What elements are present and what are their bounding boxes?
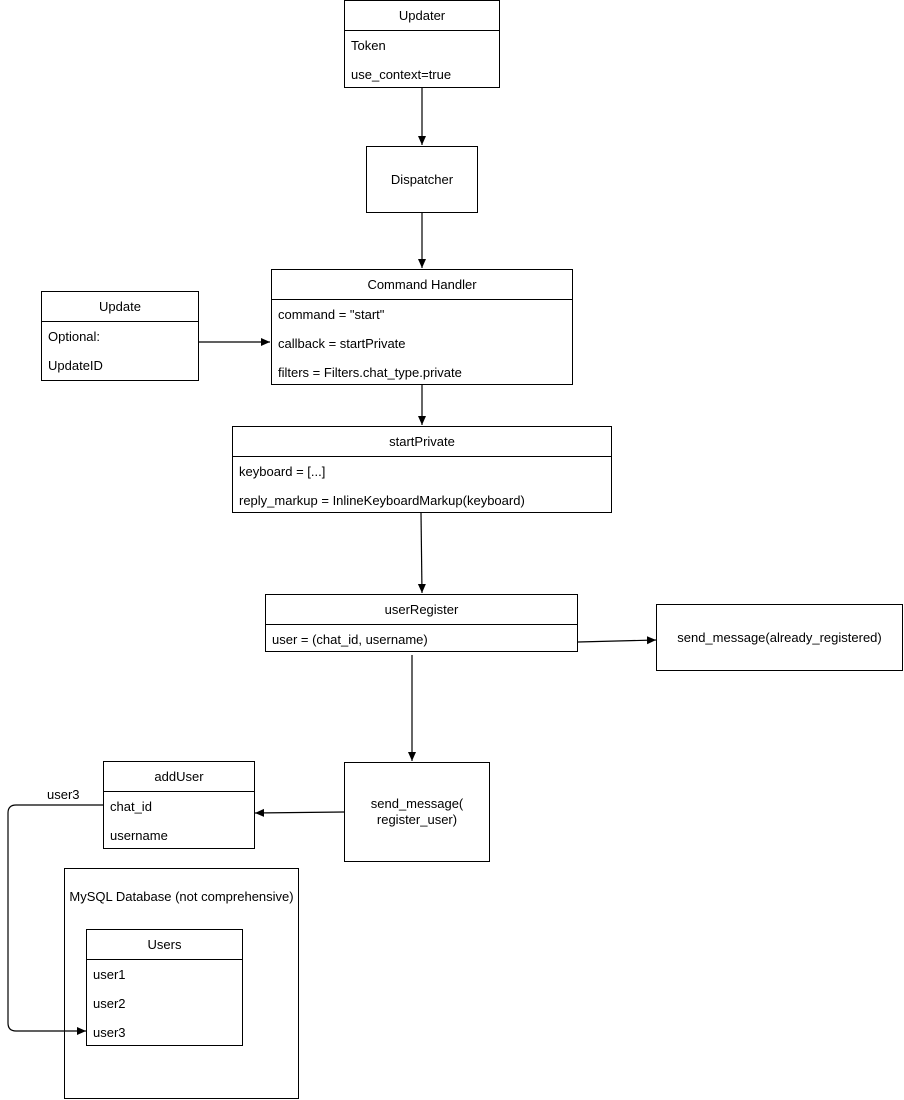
command-handler-row-callback: callback = startPrivate	[278, 336, 406, 351]
command-handler-row-command: command = "start"	[278, 307, 385, 322]
dispatcher-label: Dispatcher	[390, 171, 454, 187]
user-register-title: userRegister	[266, 595, 577, 625]
send-register-user-line2: register_user)	[376, 812, 458, 827]
users-row-user1: user1	[93, 967, 126, 982]
users-title: Users	[87, 930, 242, 960]
users-row-user2: user2	[93, 996, 126, 1011]
send-register-user-box[interactable]: send_message( register_user)	[344, 762, 490, 862]
send-already-registered-label: send_message(already_registered)	[677, 629, 882, 645]
command-handler-class-box[interactable]: Command Handler command = "start" callba…	[271, 269, 573, 385]
updater-row-use-context: use_context=true	[351, 67, 452, 82]
send-already-registered-box[interactable]: send_message(already_registered)	[656, 604, 903, 671]
update-class-box[interactable]: Update Optional: UpdateID	[41, 291, 199, 381]
start-private-title: startPrivate	[233, 427, 611, 457]
start-private-class-box[interactable]: startPrivate keyboard = [...] reply_mark…	[232, 426, 612, 513]
add-user-class-box[interactable]: addUser chat_id username	[103, 761, 255, 849]
updater-title: Updater	[345, 1, 499, 31]
updater-row-token: Token	[351, 38, 386, 53]
send-register-user-line1: send_message(	[370, 796, 464, 811]
edge-label-user3: user3	[47, 787, 80, 802]
start-private-row-keyboard: keyboard = [...]	[239, 464, 326, 479]
update-row-update-id: UpdateID	[48, 358, 103, 373]
update-row-optional: Optional:	[48, 329, 101, 344]
edge-send-register-add-user	[254, 808, 345, 817]
command-handler-title: Command Handler	[272, 270, 572, 300]
mysql-database-container[interactable]: MySQL Database (not comprehensive)	[64, 868, 299, 1099]
start-private-row-reply-markup: reply_markup = InlineKeyboardMarkup(keyb…	[239, 493, 525, 508]
updater-class-box[interactable]: Updater Token use_context=true	[344, 0, 500, 88]
add-user-title: addUser	[104, 762, 254, 792]
add-user-row-username: username	[110, 828, 168, 843]
edge-start-private-user-register	[417, 512, 426, 594]
users-row-user3: user3	[93, 1025, 126, 1040]
add-user-row-chat-id: chat_id	[110, 799, 152, 814]
user-register-row-user: user = (chat_id, username)	[272, 632, 428, 647]
users-class-box[interactable]: Users user1 user2 user3	[86, 929, 243, 1046]
mysql-database-title: MySQL Database (not comprehensive)	[69, 889, 294, 904]
dispatcher-box[interactable]: Dispatcher	[366, 146, 478, 213]
command-handler-row-filters: filters = Filters.chat_type.private	[278, 365, 462, 380]
update-title: Update	[42, 292, 198, 322]
user-register-class-box[interactable]: userRegister user = (chat_id, username)	[265, 594, 578, 652]
edge-user-register-send-already	[577, 636, 657, 645]
